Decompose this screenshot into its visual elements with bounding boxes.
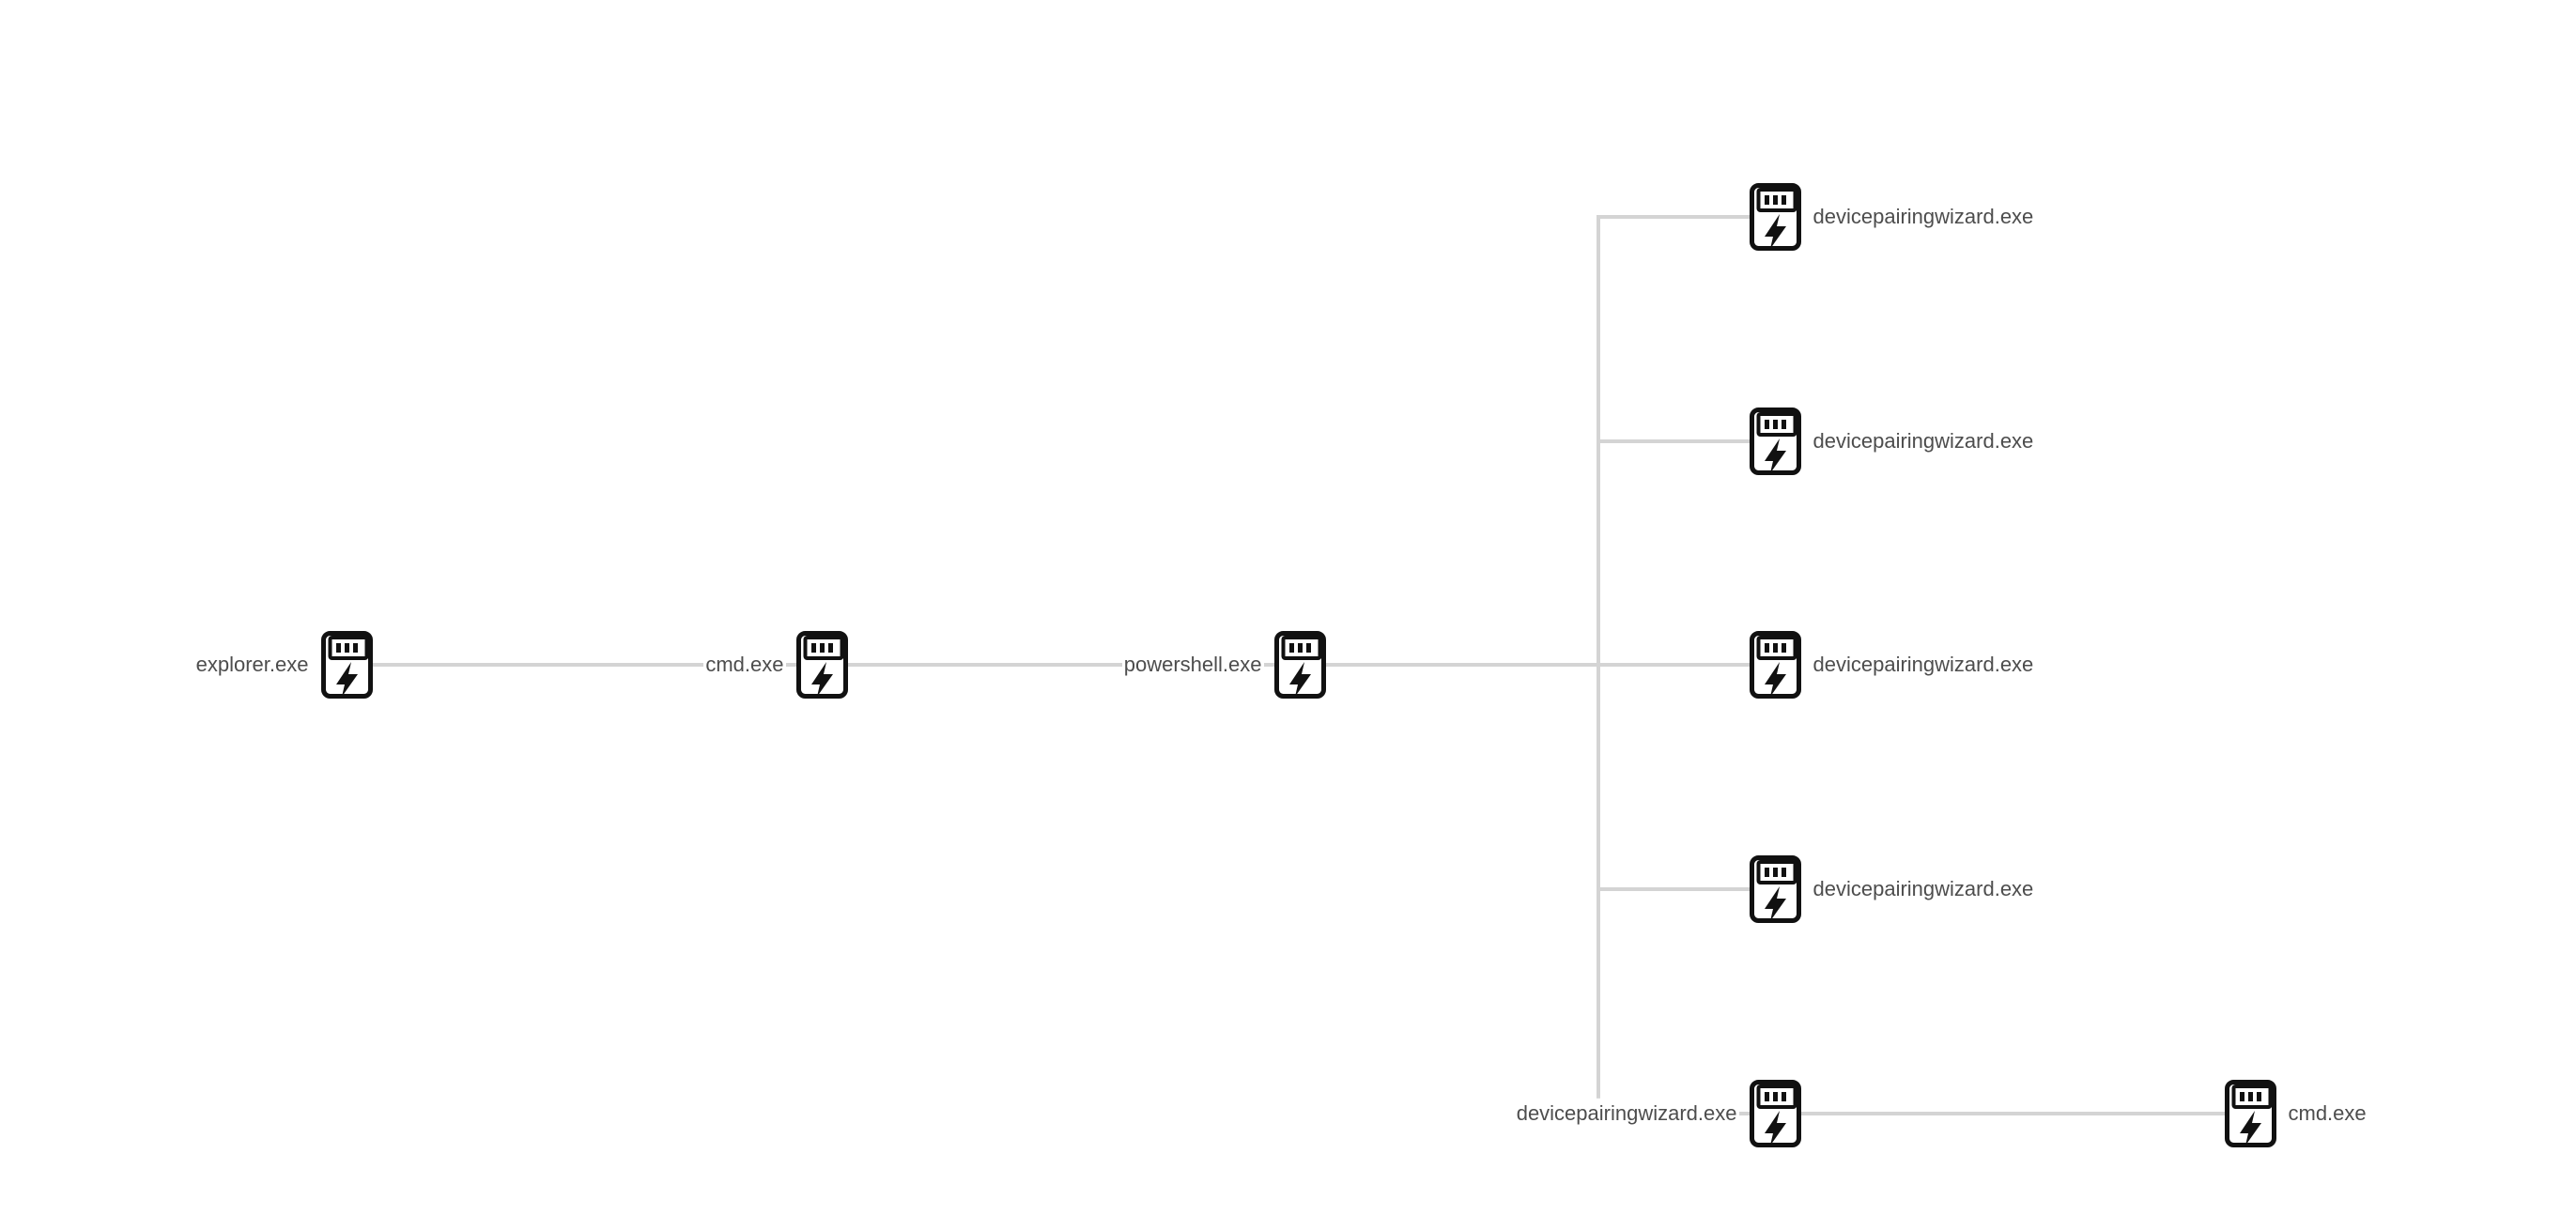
process-chip-lightning-icon[interactable] [1749, 855, 1801, 923]
lightning-bolt-glyph [810, 662, 833, 697]
process-chip-lightning-icon[interactable] [1749, 183, 1801, 251]
process-node-dpw4[interactable]: devicepairingwizard.exe [1749, 855, 2036, 923]
process-chip-lightning-icon[interactable] [1749, 408, 1801, 475]
lightning-bolt-glyph [335, 662, 358, 697]
lightning-bolt-glyph [1764, 438, 1786, 473]
process-node-powershell[interactable]: powershell.exe [1121, 631, 1326, 699]
process-chip-lightning-icon[interactable] [1749, 631, 1801, 699]
lightning-bolt-glyph [1764, 662, 1786, 697]
process-chip-lightning-icon[interactable] [1749, 1080, 1801, 1147]
process-label: explorer.exe [193, 649, 311, 681]
lightning-bolt-glyph [2239, 1111, 2261, 1146]
process-node-explorer[interactable]: explorer.exe [193, 631, 373, 699]
process-label: devicepairingwizard.exe [1514, 1098, 1739, 1130]
lightning-bolt-glyph [1764, 1111, 1786, 1146]
process-chip-lightning-icon[interactable] [320, 631, 373, 699]
process-chip-lightning-icon[interactable] [795, 631, 848, 699]
process-node-dpw3[interactable]: devicepairingwizard.exe [1749, 631, 2036, 699]
process-node-cmd2[interactable]: cmd.exe [2224, 1080, 2368, 1147]
process-chip-lightning-icon[interactable] [1273, 631, 1326, 699]
edge-powershell-to-dpw4 [1300, 663, 1775, 891]
process-node-dpw5[interactable]: devicepairingwizard.exe [1514, 1080, 1801, 1147]
process-label: devicepairingwizard.exe [1811, 425, 2036, 457]
process-label: devicepairingwizard.exe [1811, 201, 2036, 233]
process-label: powershell.exe [1121, 649, 1264, 681]
lightning-bolt-glyph [1288, 662, 1311, 697]
process-label: devicepairingwizard.exe [1811, 649, 2036, 681]
lightning-bolt-glyph [1764, 214, 1786, 249]
process-node-cmd1[interactable]: cmd.exe [703, 631, 848, 699]
process-label: devicepairingwizard.exe [1811, 873, 2036, 905]
process-label: cmd.exe [703, 649, 786, 681]
process-node-dpw2[interactable]: devicepairingwizard.exe [1749, 408, 2036, 475]
process-chip-lightning-icon[interactable] [2224, 1080, 2276, 1147]
lightning-bolt-glyph [1764, 886, 1786, 921]
edge-powershell-to-dpw2 [1300, 439, 1775, 667]
process-label: cmd.exe [2286, 1098, 2368, 1130]
process-node-dpw1[interactable]: devicepairingwizard.exe [1749, 183, 2036, 251]
